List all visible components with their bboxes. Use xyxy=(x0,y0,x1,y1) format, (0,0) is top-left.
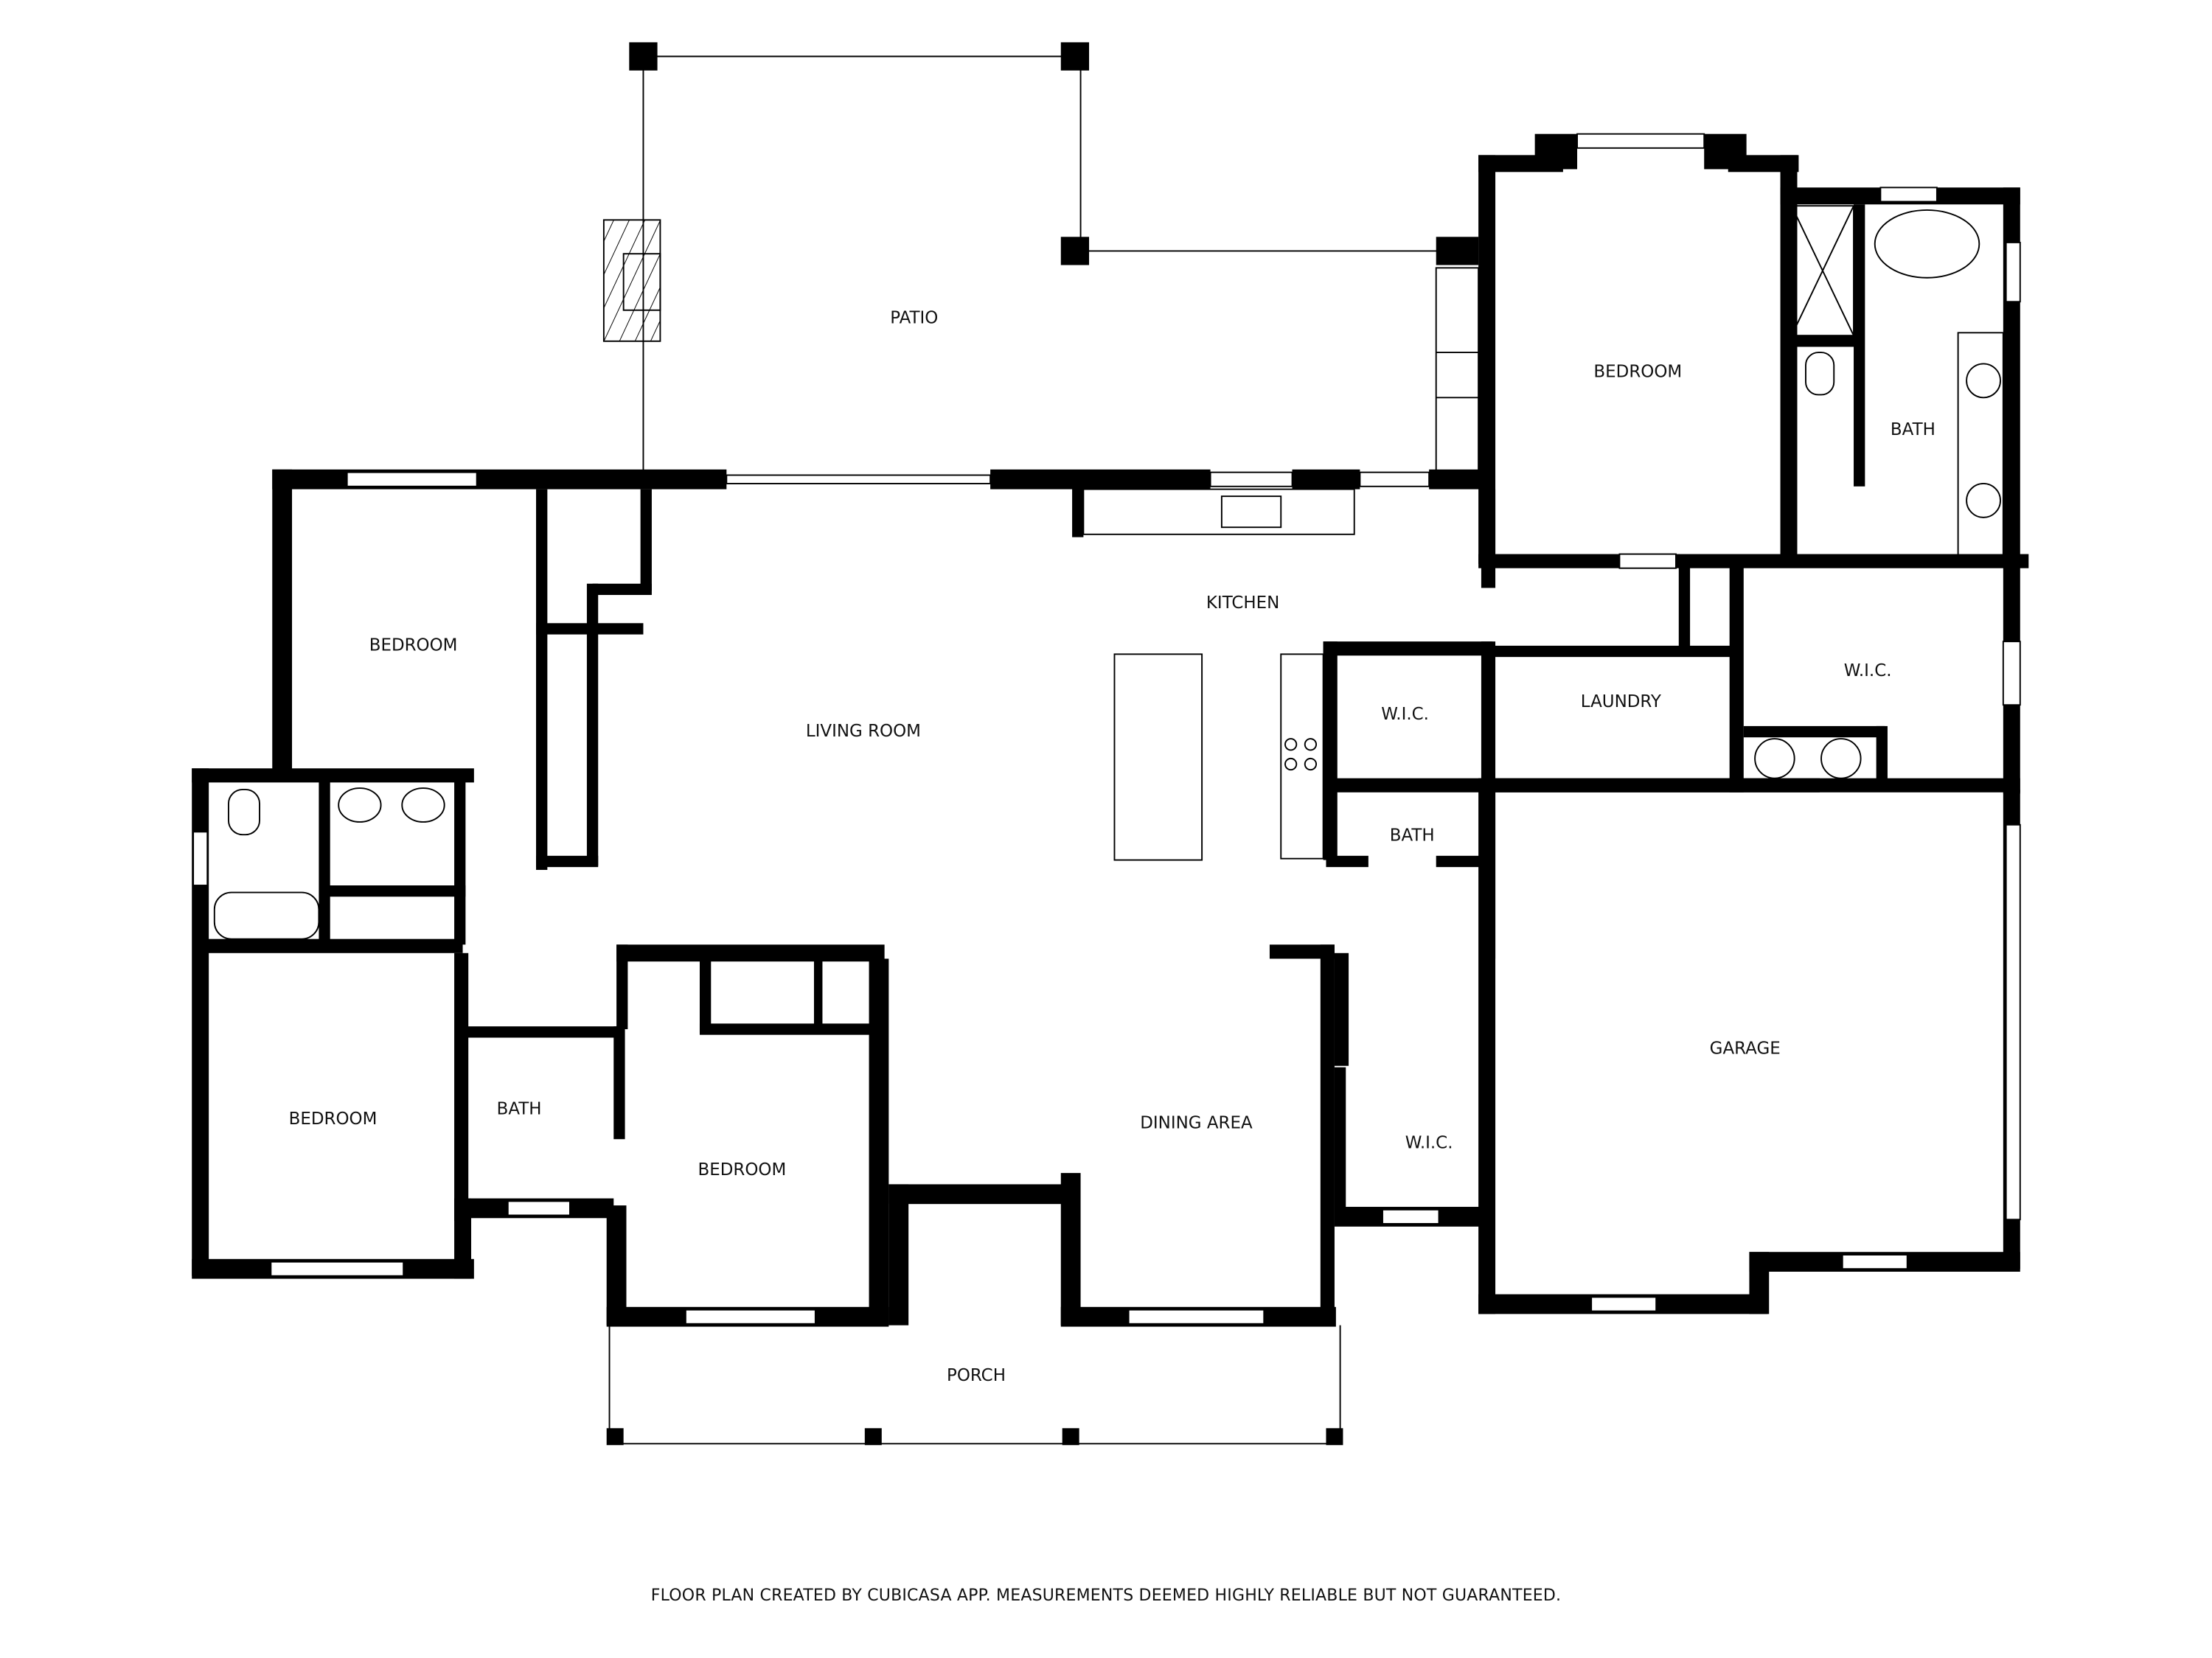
kitchen-island xyxy=(1113,653,1203,861)
room-label-wic-garage: W.I.C. xyxy=(1405,1133,1453,1152)
room-label-kitchen: KITCHEN xyxy=(1206,593,1279,613)
bathtub xyxy=(213,891,320,940)
sink xyxy=(401,787,445,823)
kitchen-sink xyxy=(1220,495,1282,529)
water-heater xyxy=(1754,738,1795,779)
room-label-bedroom-sw: BEDROOM xyxy=(289,1110,378,1129)
room-label-garage: GARAGE xyxy=(1710,1039,1781,1058)
disclaimer-text: FLOOR PLAN CREATED BY CUBICASA APP. MEAS… xyxy=(650,1586,1562,1605)
sliding-door xyxy=(726,474,992,484)
porch-area xyxy=(606,1325,1343,1446)
room-label-half-bath: BATH xyxy=(1390,826,1435,846)
room-label-porch: PORCH xyxy=(947,1366,1006,1385)
window xyxy=(346,471,478,487)
walls xyxy=(192,133,2029,1327)
room-label-living-room: LIVING ROOM xyxy=(806,722,921,741)
window xyxy=(1209,471,1293,487)
room-label-master-bath: BATH xyxy=(1891,420,1935,439)
patio-post xyxy=(1060,42,1090,71)
room-label-bedroom-nw: BEDROOM xyxy=(369,635,458,655)
sink xyxy=(338,787,382,823)
patio-area xyxy=(602,42,1480,477)
toilet xyxy=(1805,352,1835,396)
shower xyxy=(1790,205,1854,337)
room-label-bedroom-s: BEDROOM xyxy=(698,1160,786,1180)
room-label-bath-sw: BATH xyxy=(497,1100,542,1119)
bathtub xyxy=(1874,209,1980,279)
room-labels: PATIO BEDROOM BATH BEDROOM KITCHEN LIVIN… xyxy=(289,309,1935,1385)
room-label-wic-center: W.I.C. xyxy=(1381,705,1429,724)
outdoor-fireplace xyxy=(602,219,661,342)
window xyxy=(1359,471,1430,487)
water-heater xyxy=(1820,738,1862,779)
patio-post xyxy=(1060,237,1090,265)
patio-post xyxy=(629,42,658,71)
room-label-master-bedroom: BEDROOM xyxy=(1593,362,1682,381)
toilet xyxy=(227,788,260,836)
room-label-dining-area: DINING AREA xyxy=(1140,1114,1253,1133)
room-label-patio: PATIO xyxy=(890,309,938,328)
garage-door xyxy=(2005,823,2021,1221)
room-label-wic-master: W.I.C. xyxy=(1844,661,1892,680)
room-label-laundry: LAUNDRY xyxy=(1581,692,1662,711)
